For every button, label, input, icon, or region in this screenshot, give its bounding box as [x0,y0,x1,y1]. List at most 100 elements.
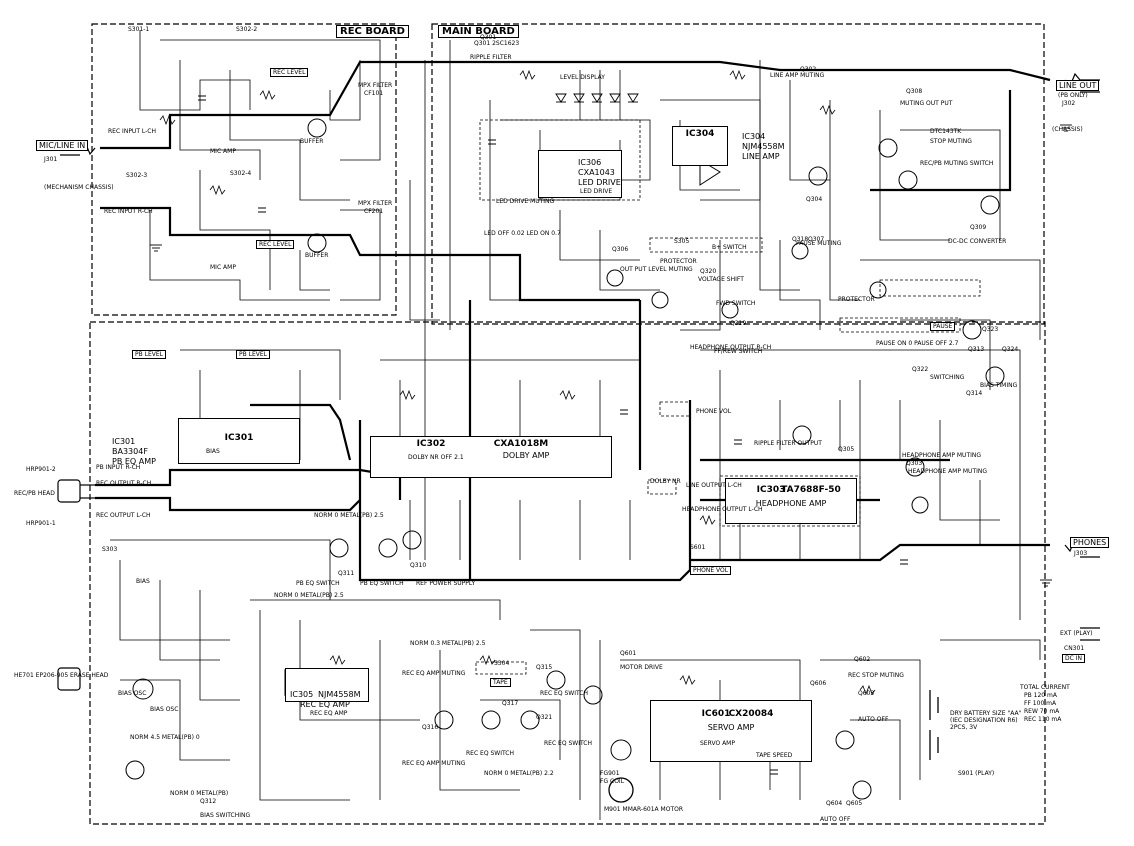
pb-eq-switch: PB EQ SWITCH [296,580,340,587]
bias-box: BIAS [136,578,150,585]
ic304-func: LINE AMP [742,152,780,161]
transistor-label: Q312 [200,798,217,805]
transistor-label: Q322 [912,366,929,373]
ic304-part: NJM4558M [742,142,785,151]
transistor-label: Q603 [858,690,875,697]
ic303-ref: IC303 [756,485,786,495]
rec-input-l: REC INPUT L-CH [108,128,156,135]
led-off-on: LED OFF 0.02 LED ON 0.7 [484,230,561,237]
phones-ref: J303 [1074,550,1088,557]
phones-jack: PHONES [1070,537,1110,548]
transistor-label: Q304 [806,196,823,203]
transistor-label: Q305 [838,446,855,453]
norm-metal-4: NORM 0.3 METAL(PB) 2.5 [410,640,486,647]
transistor-label: Q604 [826,800,843,807]
dolby-nr: DOLBY NR OFF 2.1 [408,454,464,461]
mpx-filter-2-ref: CF201 [364,208,384,215]
hrp901-l: HRP901-1 [26,520,56,527]
main-board-top-outline [431,23,1045,325]
transistor-label: Q324 [1002,346,1019,353]
ic301-part: BA3304F [112,447,148,456]
ic304-block: IC304 [672,126,728,166]
pause-muting: PAUSE MUTING [796,240,842,247]
mic-amp-2: MIC AMP [210,264,236,271]
led-drive: LED DRIVE [580,188,613,195]
ic302-block: IC302 CXA1018M DOLBY AMP [370,436,612,478]
pb-level-2: PB LEVEL [236,350,271,359]
ic305-func: REC EQ AMP [300,700,350,709]
rec-eq-amp-muting-2: REC EQ AMP MUTING [402,760,466,767]
headphone-amp-muting-2: HEADPHONE AMP MUTING [908,468,988,475]
ff-rew-switch: FF/REW SWITCH [714,348,763,355]
stop-muting: STOP MUTING [930,138,972,145]
transistor-label: Q601 [620,650,637,657]
main-board-title: MAIN BOARD [438,25,519,38]
ic302-part: CXA1018M [493,439,549,449]
ic301-block: IC301 [178,418,300,464]
ic303-block: IC303 TA7688F-50 HEADPHONE AMP [725,478,857,524]
transistor-label: Q307 [808,236,825,243]
bias-timing: BIAS TIMING [980,382,1018,389]
transistor-label: Q317 [502,700,519,707]
ref-power-supply: REF POWER SUPPLY [416,580,476,587]
transistor-label: Q319 [730,320,747,327]
buffer-2: BUFFER [305,252,329,259]
switch-label: S304 [494,660,510,667]
dc-in-jack: DC IN [1062,654,1085,663]
ripple-filter-q: Q301 2SC1623 [474,40,520,47]
transistor-label: Q303 [906,460,923,467]
transistor-label: Q302 [800,66,817,73]
line-amp-muting: LINE AMP MUTING [770,72,825,79]
voltage-shift: VOLTAGE SHIFT [698,276,744,283]
main-board-outline [89,321,1046,825]
dry-battery: DRY BATTERY SIZE "AA" (IEC DESIGNATION R… [950,710,1022,731]
norm-metal-2: NORM 0 METAL(PB) 2.5 [274,592,344,599]
transistor-label: Q311 [338,570,355,577]
transistor-label: Q321 [536,714,553,721]
mic-line-in-jack: MIC/LINE IN [36,140,89,151]
bias-chip: BIAS [206,448,220,455]
bias-switching: BIAS SWITCHING [200,812,251,819]
rec-board-outline [91,23,397,316]
rec-eq-amp-muting: REC EQ AMP MUTING [402,670,466,677]
ic302-ref: IC302 [416,439,446,449]
auto-off: AUTO OFF [858,716,889,723]
total-current-ff: FF 100 mA [1024,700,1057,707]
b-switch: B+ SWITCH [712,244,747,251]
transistor-label: Q308 [906,88,923,95]
protector: PROTECTOR [838,296,875,303]
chassis-label: (CHASSIS) [1052,126,1083,133]
switch-label: S301-1 [128,26,150,33]
line-out-jack: LINE OUT [1056,80,1100,91]
motor: M901 MMAR-601A MOTOR [604,806,684,813]
norm-metal-6: NORM 0 METAL(PB) [170,790,229,797]
pause-on-off: PAUSE ON 0 PAUSE OFF 2.7 [876,340,959,347]
ic306-part: CXA1043 [578,168,615,177]
mic-amp-1: MIC AMP [210,148,236,155]
ripple-filter: RIPPLE FILTER [470,54,512,61]
rec-level-l: REC LEVEL [270,68,309,77]
ic306-block [538,150,622,198]
pb-eq-switch-2: PB EQ SWITCH [360,580,404,587]
ic601-block: IC601 CX20084 SERVO AMP [650,700,812,762]
mpx-filter-1-ref: CF101 [364,90,384,97]
ic303-part: TA7688F-50 [781,485,841,495]
transistor-label: Q313 [968,346,985,353]
ext-jack: EXT (PLAY) [1060,630,1093,637]
transistor-label: Q323 [982,326,999,333]
muting-out-put: MUTING OUT PUT [900,100,953,107]
erase-head: HE701 EP206-905 ERASE HEAD [14,672,109,679]
level-display: LEVEL DISPLAY [560,74,605,81]
switching: SWITCHING [930,374,965,381]
dolby-nr-switch: DOLBY NR [650,478,681,485]
phone-vol: PHONE VOL [696,408,732,415]
switch-label: S302-3 [126,172,148,179]
led-drive-muting: LED DRIVE MUTING [496,198,555,205]
rec-eq-switch-2: REC EQ SWITCH [540,690,589,697]
ic305-part: NJM4558M [318,690,361,699]
mic-line-in-ref: J301 [44,156,58,163]
switch-label: S303 [102,546,118,553]
ripple-filter-output: RIPPLE FILTER OUTPUT [754,440,822,447]
ic305-ref: IC305 [290,690,314,699]
transistor-label: Q605 [846,800,863,807]
